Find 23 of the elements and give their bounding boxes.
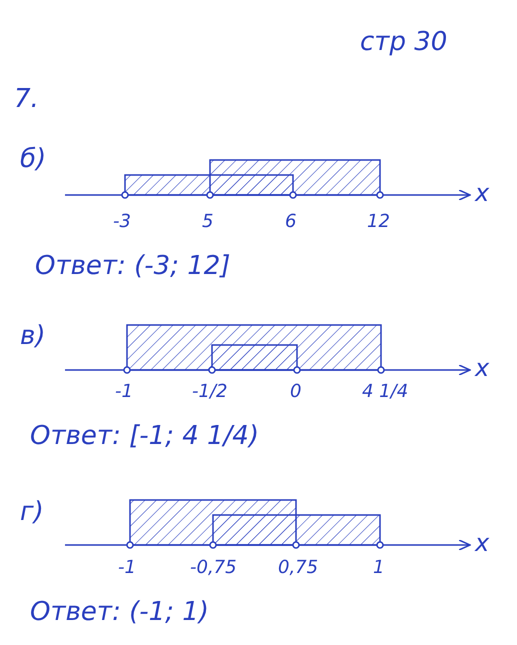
axis-label: x [475,180,490,206]
tick-label: -1 [115,382,133,402]
tick-label: -3 [113,212,131,232]
tick-label: 0 [290,382,302,402]
tick-label: 12 [367,212,390,232]
subtask-letter: б) [20,145,46,174]
answer-text: Ответ: [-1; 4 1/4) [30,422,259,451]
tick-label: 1 [373,558,384,578]
task-number: 7. [14,85,39,114]
tick-label: 0,75 [278,558,318,578]
subtask-letter: в) [20,322,46,351]
tick-label: -1/2 [192,382,228,402]
tick-label: -1 [118,558,136,578]
tick-label: -0,75 [190,558,237,578]
tick-label: 6 [285,212,296,232]
axis-label: x [475,355,490,382]
tick-label: 5 [202,212,214,232]
answer-text: Ответ: (-1; 1) [30,598,209,627]
answer-text: Ответ: (-3; 12] [35,252,230,281]
page-number: стр 30 [360,28,448,57]
axis-label: x [475,530,490,556]
subtask-letter: г) [20,498,44,527]
tick-label: 4 1/4 [362,382,408,402]
